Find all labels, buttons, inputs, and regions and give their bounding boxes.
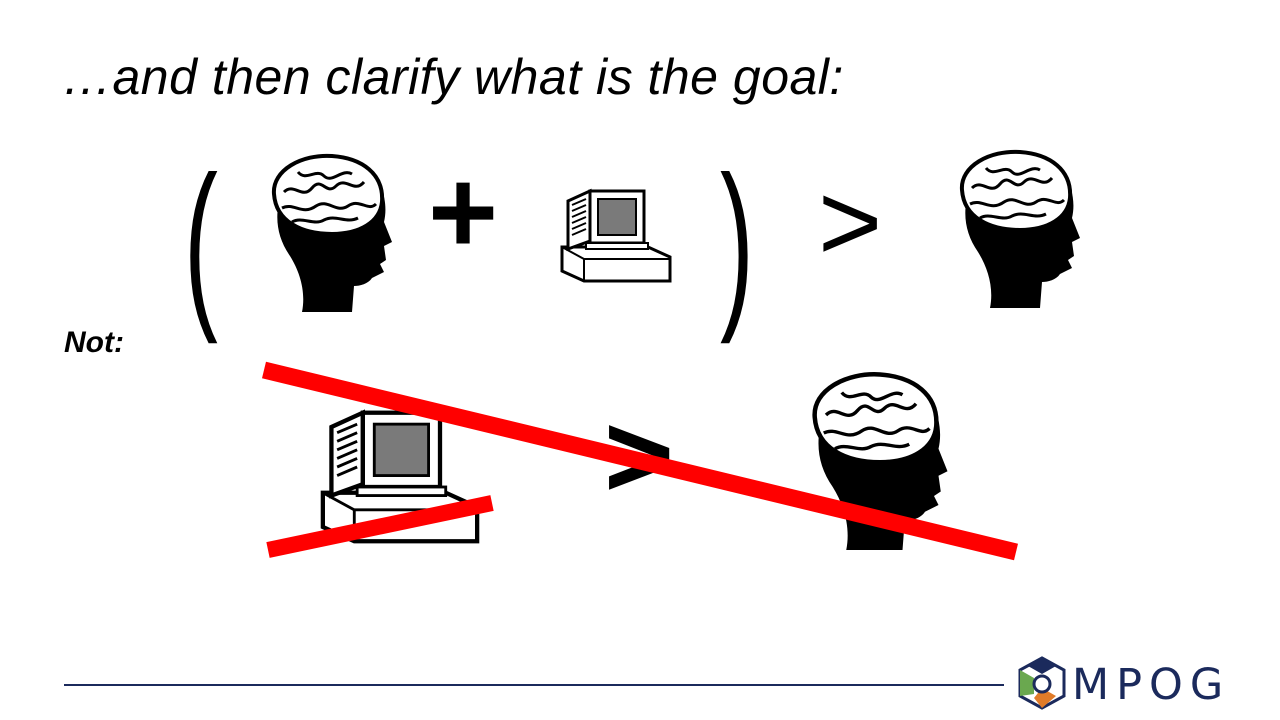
open-paren: ( xyxy=(184,139,218,345)
plus-sign: + xyxy=(428,145,499,279)
strike-line-long xyxy=(262,361,1018,561)
strike-line-short xyxy=(266,495,494,558)
footer-rule xyxy=(64,684,1004,686)
brain-head-icon xyxy=(271,153,392,312)
not-label: Not: xyxy=(64,326,124,359)
computer-icon xyxy=(560,188,672,283)
mpog-logo-text: MPOG xyxy=(1072,660,1231,710)
close-paren: ) xyxy=(720,139,754,345)
brain-head-icon xyxy=(959,149,1080,308)
greater-than-sign: > xyxy=(818,161,883,284)
mpog-logo-icon xyxy=(1018,656,1066,710)
slide-title: …and then clarify what is the goal: xyxy=(62,49,844,105)
computer-icon xyxy=(320,409,480,544)
